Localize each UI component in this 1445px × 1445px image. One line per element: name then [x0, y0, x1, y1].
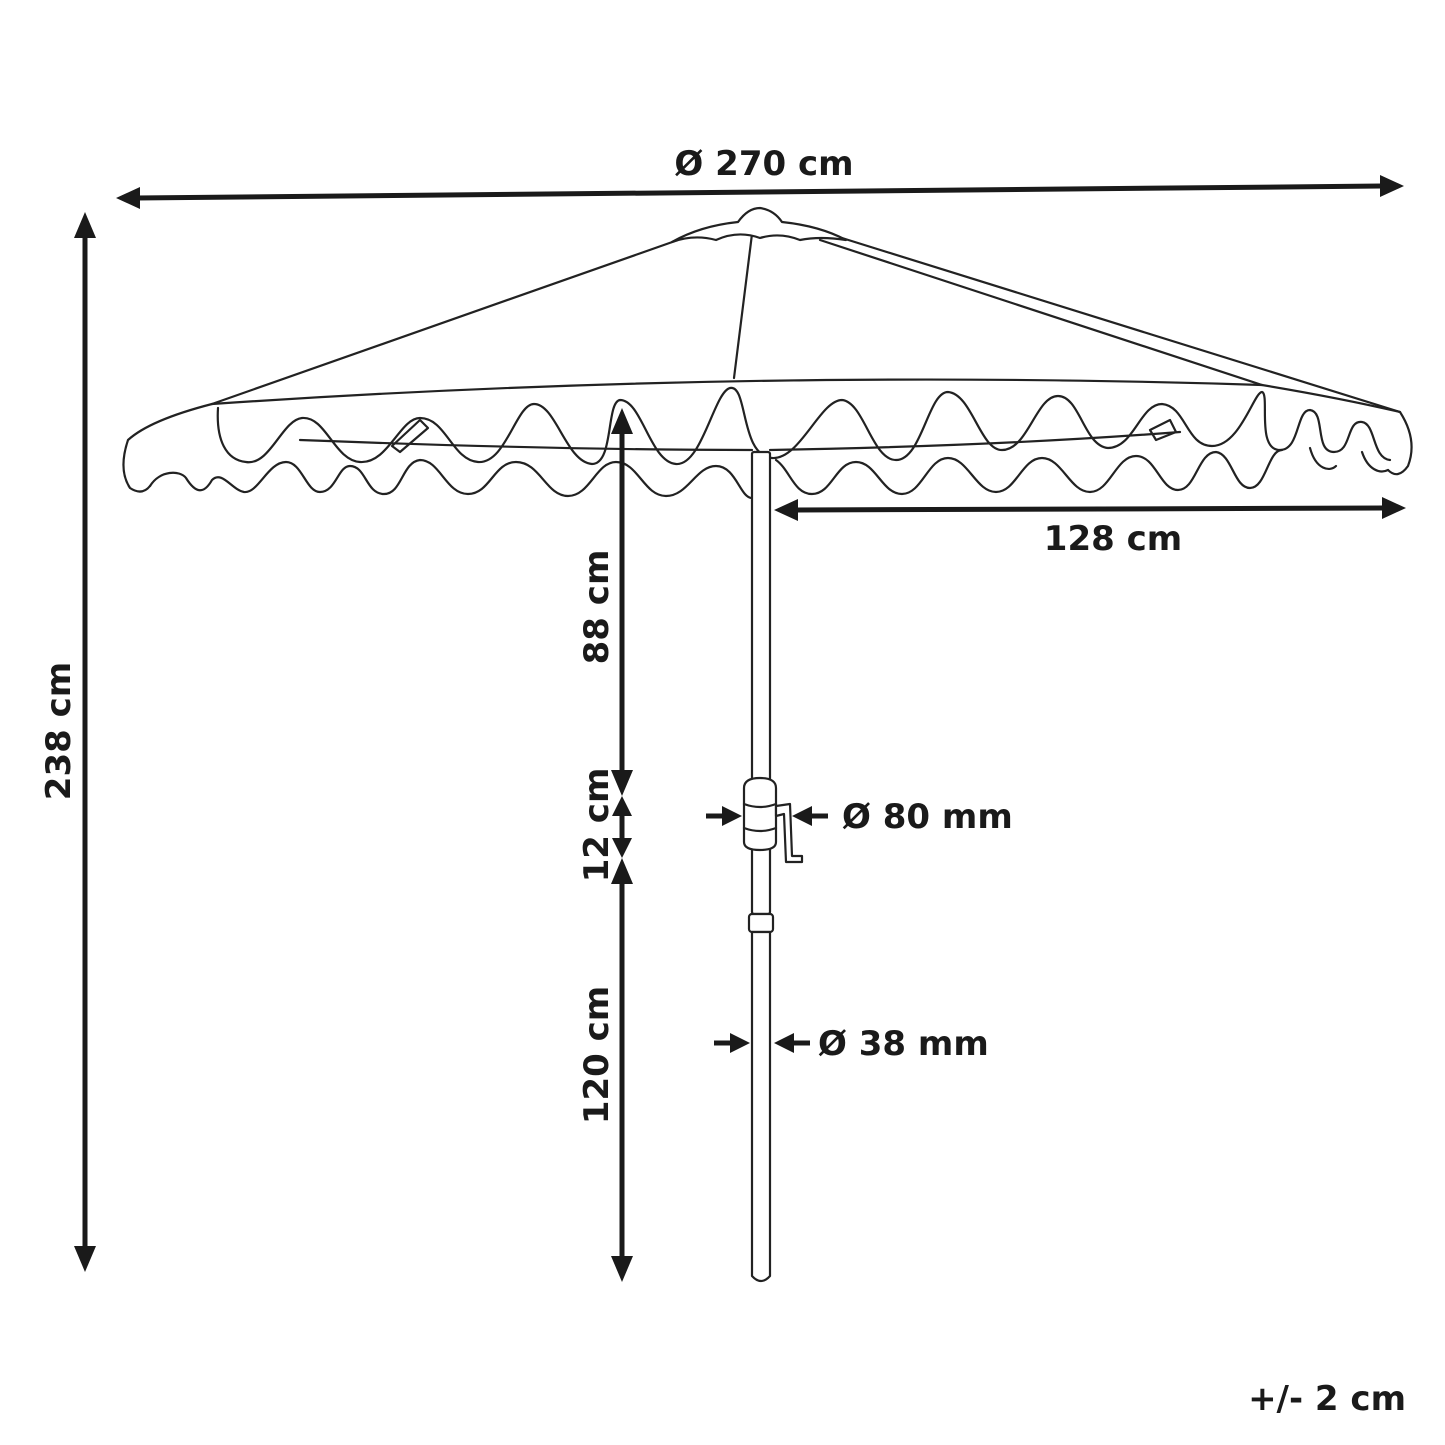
valance-back — [148, 446, 1390, 500]
arrowhead-icon — [792, 806, 812, 826]
crank-housing-seam — [742, 802, 778, 833]
crank-handle[interactable] — [774, 802, 804, 864]
canopy-right-tip — [1260, 383, 1413, 476]
arrowhead-icon — [1382, 497, 1406, 519]
crank-section-label: 12 cm — [577, 768, 617, 883]
canopy-to-crank-label: 88 cm — [577, 550, 617, 665]
arrowhead-icon — [612, 796, 632, 816]
total-height-label: 238 cm — [39, 662, 79, 800]
canopy-center-rib — [732, 232, 754, 380]
arrowhead-icon — [611, 1256, 633, 1282]
canopy-left-tip — [122, 402, 214, 493]
pole-joint — [747, 912, 775, 934]
canopy-band — [210, 378, 1264, 406]
arrowhead-icon — [116, 187, 140, 209]
valance-front — [216, 386, 1392, 466]
canopy-diameter-label: Ø 270 cm — [674, 144, 853, 184]
arrowhead-icon — [774, 1033, 794, 1053]
rib-joint-left — [390, 418, 430, 454]
dimension-labels: Ø 270 cm 238 cm 128 cm 88 cm 12 cm 120 c… — [39, 144, 1406, 1419]
arrowhead-icon — [74, 1246, 96, 1272]
arrowhead-icon — [730, 1033, 750, 1053]
arrowhead-icon — [611, 408, 633, 434]
umbrella-illustration — [122, 206, 1413, 1283]
canopy-diameter-arrow — [135, 183, 1383, 201]
pole-lower — [750, 930, 772, 1283]
arrowhead-icon — [774, 499, 798, 521]
inner-rib-right — [768, 430, 1182, 452]
canopy-right-panel-edge — [840, 236, 1402, 414]
arrowhead-icon — [611, 858, 633, 884]
tolerance-label: +/- 2 cm — [1248, 1379, 1406, 1419]
arrowhead-icon — [612, 838, 632, 858]
arrowhead-icon — [611, 770, 633, 796]
canopy-crown — [670, 206, 848, 244]
pole-diameter-label: Ø 38 mm — [818, 1024, 989, 1064]
crank-diameter-label: Ø 80 mm — [842, 797, 1013, 837]
canopy-left-panel — [210, 238, 680, 406]
crank-housing — [742, 776, 778, 852]
rib-joint-right — [1148, 418, 1178, 442]
inner-rib-left — [298, 438, 754, 452]
lower-pole-label: 120 cm — [577, 986, 617, 1124]
arrowhead-icon — [74, 212, 96, 238]
rib-length-arrow — [795, 505, 1385, 513]
arrowhead-icon — [1380, 175, 1404, 197]
dimension-lines — [74, 175, 1406, 1282]
arrowhead-icon — [722, 806, 742, 826]
rib-length-label: 128 cm — [1044, 519, 1182, 559]
canopy-right-panel-seam — [818, 238, 1264, 387]
